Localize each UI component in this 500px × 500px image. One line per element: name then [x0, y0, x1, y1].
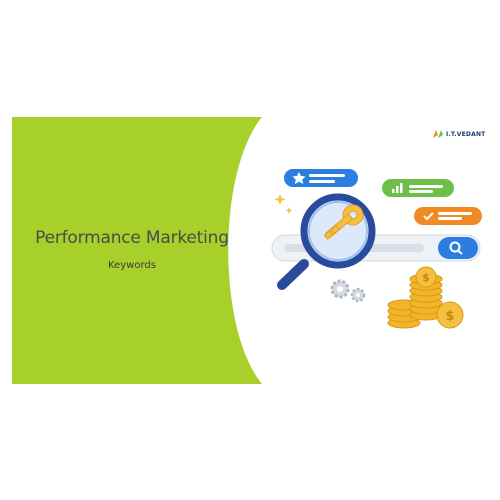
star-pill: [284, 169, 358, 187]
brand-logo: I.T.VEDANT: [432, 129, 485, 139]
bar-chart-icon: [392, 183, 403, 193]
logo-icon: [433, 130, 443, 138]
bar-chart-pill: [382, 179, 454, 197]
svg-text:$: $: [445, 309, 454, 324]
slide: Performance Marketing Keywords I.T.VEDAN…: [12, 117, 488, 384]
search-icon: [449, 241, 463, 255]
svg-text:$: $: [422, 271, 430, 284]
gear-icon: [330, 279, 366, 303]
sparkle-icon: [274, 194, 293, 214]
green-panel: [12, 117, 262, 384]
slide-subtitle: Keywords: [108, 260, 156, 271]
check-icon: [423, 212, 434, 221]
check-pill: [414, 207, 482, 225]
seo-illustration: $ $: [271, 169, 482, 329]
slide-title: Performance Marketing: [35, 228, 229, 248]
coin-stack-icon: $ $: [387, 266, 464, 329]
logo-text: I.T.VEDANT: [446, 130, 486, 138]
star-icon: [292, 172, 306, 184]
key-icon: [323, 204, 364, 240]
